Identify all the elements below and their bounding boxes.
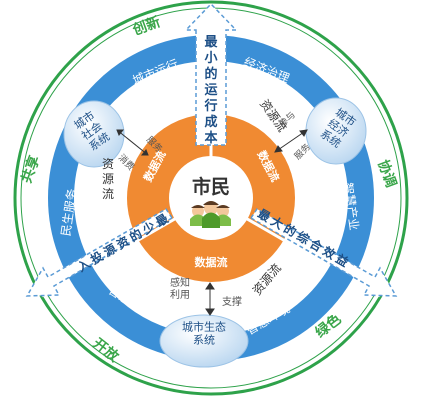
ecology-system-bubble: 城市生态系统 xyxy=(159,314,249,368)
ring-label-smart-industry: 智慧产业 xyxy=(341,182,363,232)
ring-label-livelihood-service: 民生服务 xyxy=(58,188,80,238)
small-arrows xyxy=(116,129,308,316)
right-arrow xyxy=(249,207,398,297)
left-arrow xyxy=(25,207,174,297)
data-flow-bottom: 数据流 xyxy=(195,255,228,269)
top-arrow xyxy=(184,2,238,146)
label-sense-use: 感知利用 xyxy=(170,276,190,301)
resource-flow-left: 资源流 xyxy=(102,157,114,201)
economic-system-bubble: 城市经济系统 xyxy=(305,97,367,165)
citizens-icon xyxy=(190,201,231,228)
label-support: 支撑 xyxy=(222,295,242,308)
top-arrow-label: 最小的运行成本 xyxy=(203,35,218,146)
center-label: 市民 xyxy=(192,175,230,198)
ecology-system-label: 城市生态系统 xyxy=(182,320,226,347)
social-system-bubble: 城市社会系统 xyxy=(63,100,125,168)
